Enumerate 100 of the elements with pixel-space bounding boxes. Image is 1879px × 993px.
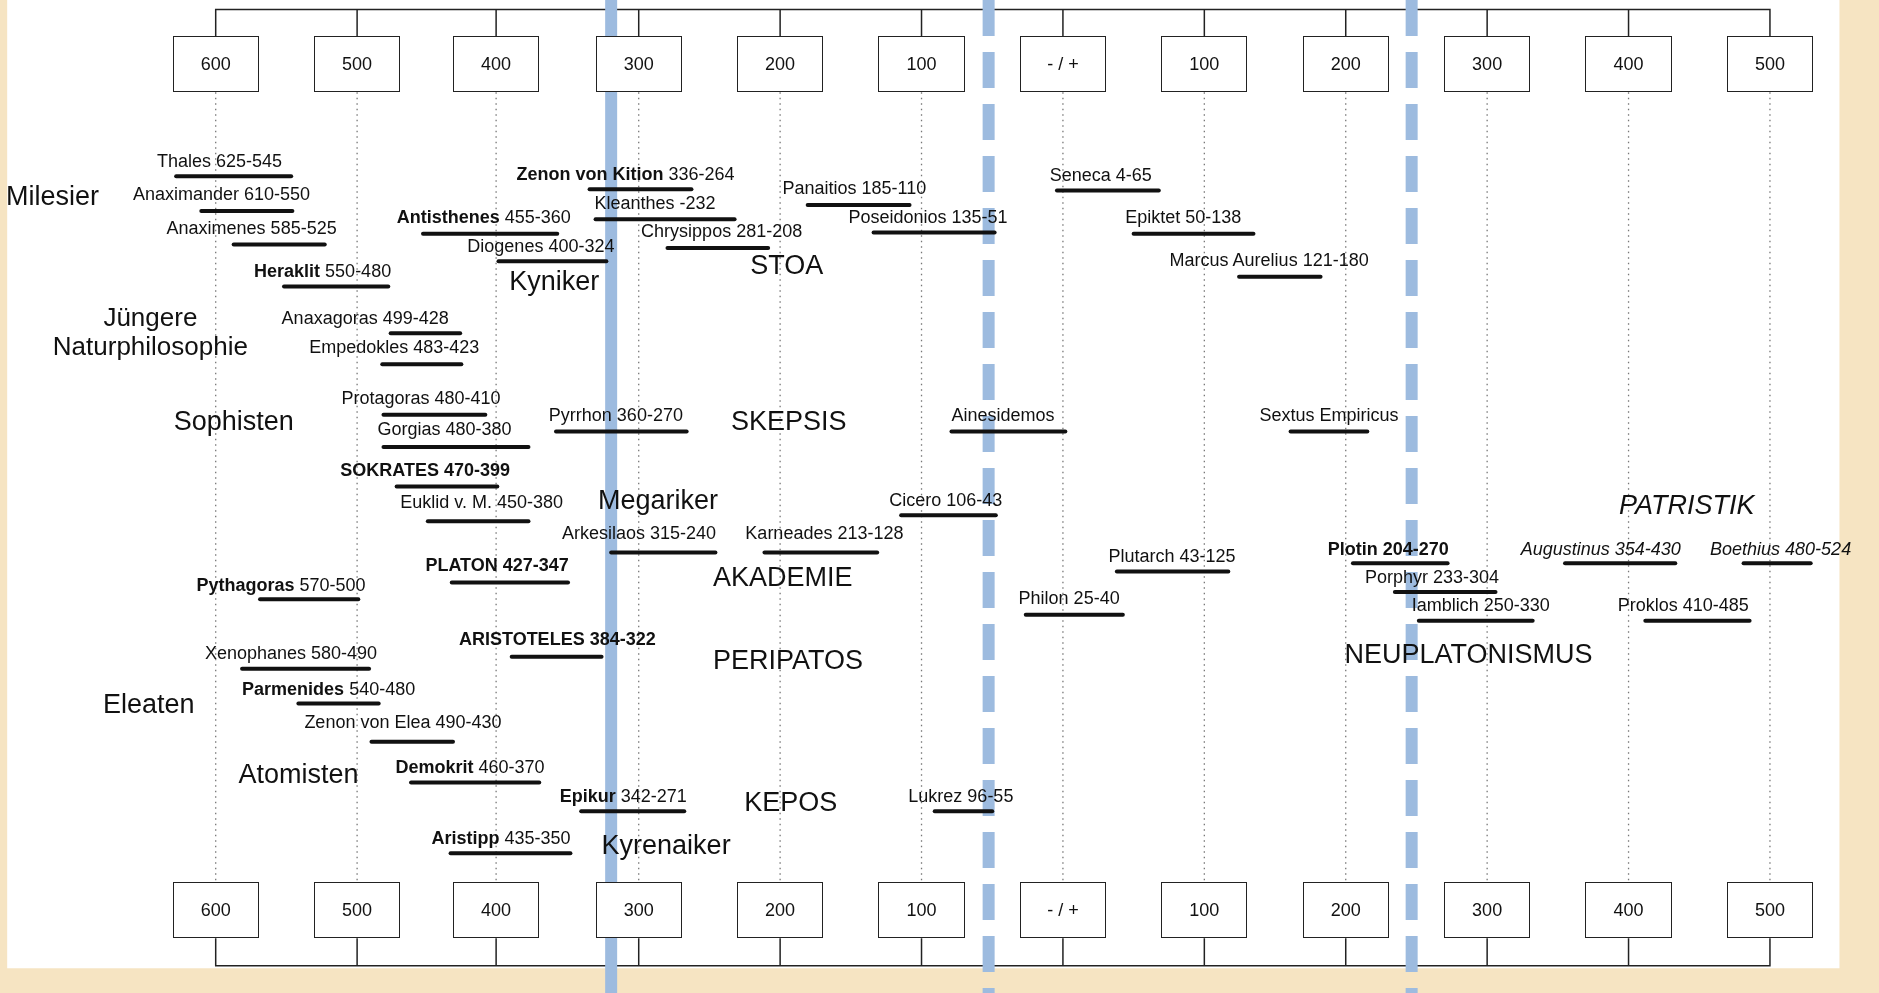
philosopher-label: Aristipp 435-350: [431, 828, 571, 849]
school-label: PATRISTIK: [1618, 490, 1755, 521]
year-box: [313, 35, 401, 93]
philosopher-label: ARISTOTELES 384-322: [458, 629, 656, 650]
philosopher-label: Cicero 106-43: [889, 490, 1003, 511]
year-label: 400: [1613, 53, 1644, 75]
year-box: [1585, 35, 1672, 93]
philosopher-label: Xenophanes 580-490: [204, 644, 378, 665]
year-box: [878, 35, 965, 93]
year-box: [1444, 881, 1531, 939]
year-box: [452, 881, 540, 939]
philosopher-label: Parmenides 540-480: [242, 680, 416, 701]
year-label: 300: [623, 53, 654, 75]
philosopher-label: Augustinus 354-430: [1520, 540, 1681, 560]
philosopher-label: Plutarch 43-125: [1108, 547, 1236, 567]
year-box: [1444, 35, 1531, 93]
philosopher-label: Marcus Aurelius 121-180: [1169, 251, 1369, 272]
philosopher-label: Anaximenes 585-525: [166, 218, 337, 239]
year-label: - / +: [1047, 899, 1079, 921]
philosopher-label: Demokrit 460-370: [395, 758, 545, 778]
year-label: 300: [623, 899, 654, 921]
school-label: Sophisten: [173, 406, 294, 437]
philosopher-label: Philon 25-40: [1018, 589, 1120, 609]
year-label: 100: [1189, 53, 1220, 75]
philosopher-label: Porphyr 233-304: [1364, 567, 1499, 588]
year-box: [1585, 881, 1672, 939]
year-label: 400: [1613, 899, 1644, 921]
year-label: 500: [342, 53, 373, 75]
year-label: 500: [342, 899, 373, 921]
year-box: [452, 35, 540, 93]
philosopher-label: Karneades 213-128: [745, 524, 904, 545]
year-box: [1726, 35, 1814, 93]
year-label: 300: [1472, 53, 1503, 75]
philosopher-label: Antisthenes 455-360: [396, 208, 571, 228]
philosopher-label: Kleanthes -232: [594, 193, 716, 214]
year-label: 200: [1330, 899, 1361, 921]
philosopher-label: Protagoras 480-410: [341, 389, 501, 409]
year-box: [1161, 881, 1248, 939]
school-label: Megariker: [597, 485, 718, 516]
school-label: Kyrenaiker: [601, 831, 731, 861]
philosopher-label: Panaitios 185-110: [782, 179, 927, 200]
philosopher-label: Chrysippos 281-208: [641, 222, 803, 243]
year-label: 200: [1330, 53, 1361, 75]
school-label: Eleaten: [103, 689, 195, 720]
philosopher-label: Epiktet 50-138: [1125, 208, 1242, 228]
philosopher-label: PLATON 427-347: [425, 555, 569, 576]
philosopher-label: Plotin 204-270: [1327, 540, 1449, 560]
year-box: [1161, 35, 1248, 93]
philosopher-label: Sextus Empiricus: [1259, 405, 1399, 426]
philosopher-label: Poseidonios 135-51: [848, 208, 1008, 228]
year-box: [1302, 881, 1389, 939]
philosopher-label: Zenon von Elea 490-430: [304, 712, 502, 733]
year-label: 200: [765, 899, 796, 921]
philosopher-label: Arkesilaos 315-240: [562, 524, 717, 545]
philosopher-label: Zenon von Kition 336-264: [516, 164, 735, 185]
school-label: KEPOS: [744, 787, 838, 818]
year-box: [172, 35, 259, 93]
year-box: [172, 881, 259, 939]
year-box: [736, 881, 824, 939]
philosopher-label: Empedokles 483-423: [309, 337, 480, 358]
school-label: AKADEMIE: [713, 562, 853, 593]
philosopher-label: Pyrrhon 360-270: [548, 405, 683, 426]
philosopher-label: Pythagoras 570-500: [196, 576, 366, 596]
year-box: [595, 881, 682, 939]
year-box: [1302, 35, 1389, 93]
year-label: - / +: [1047, 53, 1079, 75]
year-box: [1019, 881, 1107, 939]
philosopher-label: Diogenes 400-324: [467, 236, 615, 257]
philosopher-label: Heraklit 550-480: [254, 262, 392, 282]
philosopher-label: Anaximander 610-550: [133, 185, 311, 206]
school-label: STOA: [750, 251, 824, 281]
philosopher-label: Thales 625-545: [156, 151, 283, 172]
year-box: [1726, 881, 1814, 939]
year-box: [736, 35, 824, 93]
philosopher-label: Iamblich 250-330: [1411, 596, 1550, 617]
year-label: 600: [200, 899, 231, 921]
school-label: Milesier: [6, 181, 99, 212]
philosopher-label: Proklos 410-485: [1617, 596, 1749, 617]
philosopher-label: Anaxagoras 499-428: [281, 308, 449, 329]
year-label: 500: [1754, 53, 1785, 75]
philosopher-label: Boethius 480-524: [1710, 540, 1852, 560]
year-label: 500: [1754, 899, 1785, 921]
school-label: SKEPSIS: [731, 406, 847, 437]
year-label: 200: [765, 53, 796, 75]
philosopher-label: Lukrez 96-55: [908, 786, 1014, 807]
philosopher-label: Euklid v. M. 450-380: [400, 493, 563, 514]
philosopher-label: Seneca 4-65: [1049, 166, 1152, 186]
philosopher-label: SOKRATES 470-399: [340, 460, 511, 481]
philosopher-label: Ainesidemos: [951, 405, 1055, 426]
school-label: NEUPLATONISMUS: [1344, 640, 1593, 671]
year-box: [1019, 35, 1107, 93]
year-label: 100: [906, 53, 937, 75]
school-label: PERIPATOS: [713, 646, 864, 677]
year-label: 600: [200, 53, 231, 75]
year-box: [313, 881, 401, 939]
philosopher-label: Gorgias 480-380: [377, 420, 512, 440]
school-label: Kyniker: [509, 266, 600, 297]
year-label: 300: [1472, 899, 1503, 921]
year-label: 400: [481, 53, 512, 75]
year-box: [878, 881, 965, 939]
